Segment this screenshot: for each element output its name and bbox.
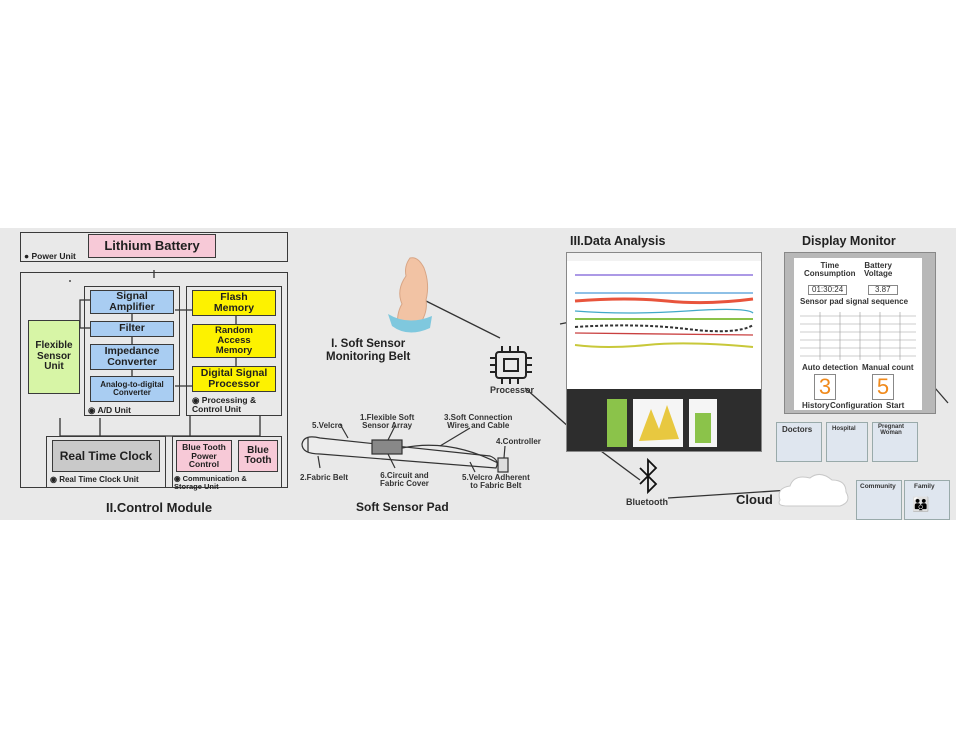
processing-unit-label: ◉ Processing & Control Unit	[192, 395, 257, 414]
pad-title: Soft Sensor Pad	[356, 500, 449, 514]
rtc-box: Real Time Clock	[52, 440, 160, 472]
power-unit-frame	[20, 232, 288, 262]
bluetooth-icon	[639, 457, 658, 495]
bluetooth-label: Bluetooth	[626, 497, 668, 507]
rtc-unit-frame	[46, 436, 166, 488]
label-circuit: 6.Circuit and Fabric Cover	[380, 471, 429, 489]
ad-unit-frame	[84, 286, 180, 416]
power-unit-label: ● Power Unit	[24, 251, 76, 261]
rtc-unit-label: ◉ Real Time Clock Unit	[50, 475, 139, 484]
history-button[interactable]: History	[802, 401, 830, 410]
control-module-title: II.Control Module	[106, 500, 213, 515]
family-icon: 👪	[912, 496, 930, 512]
pregnant-tile	[872, 422, 918, 462]
start-button[interactable]: Start	[886, 401, 905, 410]
flash-memory-box: Flash Memory	[192, 290, 276, 316]
manual-count-label: Manual count	[862, 363, 914, 372]
power-unit-text: Power Unit	[31, 251, 76, 261]
belt-title: I. Soft Sensor Monitoring Belt	[326, 338, 411, 364]
time-label: Time Consumption	[804, 261, 856, 279]
doctors-label: Doctors	[782, 425, 813, 434]
processor-label: Processor	[490, 385, 535, 395]
label-fabric-belt: 2.Fabric Belt	[300, 473, 349, 482]
cloud-icon	[778, 474, 849, 507]
system-diagram: Lithium Battery ● Power Unit Flexible Se…	[0, 228, 956, 520]
label-controller: 4.Controller	[496, 437, 541, 446]
data-analysis-title: III.Data Analysis	[570, 234, 666, 248]
rtc-unit-text: Real Time Clock Unit	[59, 475, 139, 484]
impedance-converter-box: Impedance Converter	[90, 344, 174, 370]
monitor-signal-plot	[800, 312, 916, 360]
family-tile	[904, 480, 950, 520]
battery-label: Battery Voltage	[864, 261, 893, 279]
belt-illustration	[301, 257, 532, 473]
filter-box: Filter	[90, 321, 174, 337]
label-velcro: 5.Velcro	[312, 421, 343, 430]
label-flex-array: 1.Flexible Soft Sensor Array	[360, 413, 415, 431]
battery-value: 3.87	[868, 285, 898, 296]
manual-value: 5	[872, 374, 894, 400]
lithium-battery-box: Lithium Battery	[88, 234, 216, 258]
cloud-label: Cloud	[736, 492, 773, 507]
ad-unit-label: ◉ A/D Unit	[88, 405, 131, 415]
doctors-tile	[776, 422, 822, 462]
analysis-screen	[566, 252, 762, 452]
bluetooth-box: Blue Tooth	[238, 440, 278, 472]
auto-value: 3	[814, 374, 836, 400]
label-velcro-adh: 5.Velcro Adherent to Fabric Belt	[462, 473, 530, 491]
signal-amplifier-box: Signal Amplifier	[90, 290, 174, 314]
pregnant-label: Pregnant Woman	[878, 424, 905, 437]
ad-unit-text: A/D Unit	[97, 405, 131, 415]
display-monitor-title: Display Monitor	[802, 234, 896, 248]
comm-unit-frame	[172, 436, 282, 488]
time-value: 01:30:24	[808, 285, 848, 296]
label-soft-conn: 3.Soft Connection Wires and Cable	[444, 413, 513, 431]
flexible-sensor-unit-box: Flexible Sensor Unit	[28, 320, 80, 394]
community-label: Community	[860, 483, 896, 490]
processing-unit-text: Processing & Control Unit	[192, 395, 257, 414]
adc-box: Analog-to-digital Converter	[90, 376, 174, 402]
analysis-plot	[567, 253, 761, 451]
configuration-button[interactable]: Configuration	[830, 401, 883, 410]
dsp-box: Digital Signal Processor	[192, 366, 276, 392]
family-label: Family	[914, 483, 935, 490]
ram-box: Random Access Memory	[192, 324, 276, 358]
community-tile	[856, 480, 902, 520]
processing-unit-frame	[186, 286, 282, 416]
bt-power-box: Blue Tooth Power Control	[176, 440, 232, 472]
signal-seq-label: Sensor pad signal sequence	[800, 297, 909, 306]
hospital-label: Hospital	[832, 426, 856, 432]
hospital-tile	[826, 422, 868, 462]
auto-detection-label: Auto detection	[802, 363, 858, 372]
comm-unit-text: Communication & Storage Unit	[174, 474, 247, 491]
comm-unit-label: ◉ Communication & Storage Unit	[174, 474, 247, 491]
